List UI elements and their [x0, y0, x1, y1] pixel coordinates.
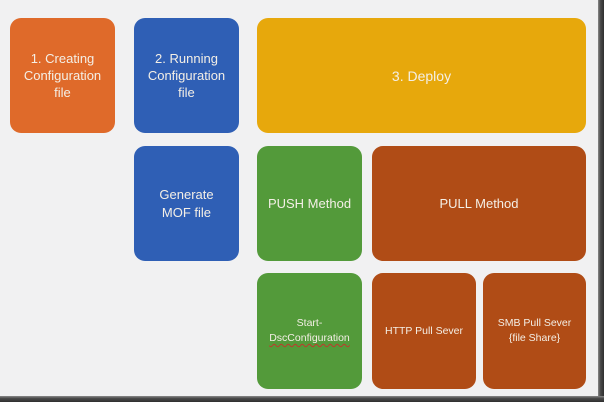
step-label: 3. Deploy	[391, 67, 452, 84]
frame-shadow-bottom	[0, 396, 604, 402]
smb-pull-server-box: SMB Pull Sever {file Share}	[483, 273, 586, 389]
push-method-box: PUSH Method	[257, 146, 362, 261]
box-label-line1: Start-	[296, 317, 323, 329]
step-running-configuration-file: 2. Running Configuration file	[134, 18, 239, 133]
step-label: 2. Running Configuration file	[147, 51, 226, 100]
box-label: Generate MOF file	[159, 186, 214, 220]
box-label: PULL Method	[439, 196, 519, 211]
http-pull-server-box: HTTP Pull Sever	[372, 273, 476, 389]
step-deploy: 3. Deploy	[257, 18, 586, 133]
pull-method-box: PULL Method	[372, 146, 586, 261]
frame-shadow-right	[598, 0, 604, 402]
start-dscconfiguration-box: Start- DscConfiguration	[257, 273, 362, 389]
box-label: HTTP Pull Sever	[385, 325, 463, 337]
step-label: 1. Creating Configuration file	[23, 51, 102, 100]
box-label: Start- DscConfiguration	[269, 316, 350, 346]
box-label: SMB Pull Sever {file Share}	[497, 317, 572, 344]
box-label: PUSH Method	[267, 196, 352, 211]
generate-mof-file-box: Generate MOF file	[134, 146, 239, 261]
step-creating-configuration-file: 1. Creating Configuration file	[10, 18, 115, 133]
box-label-line2: DscConfiguration	[269, 332, 350, 344]
